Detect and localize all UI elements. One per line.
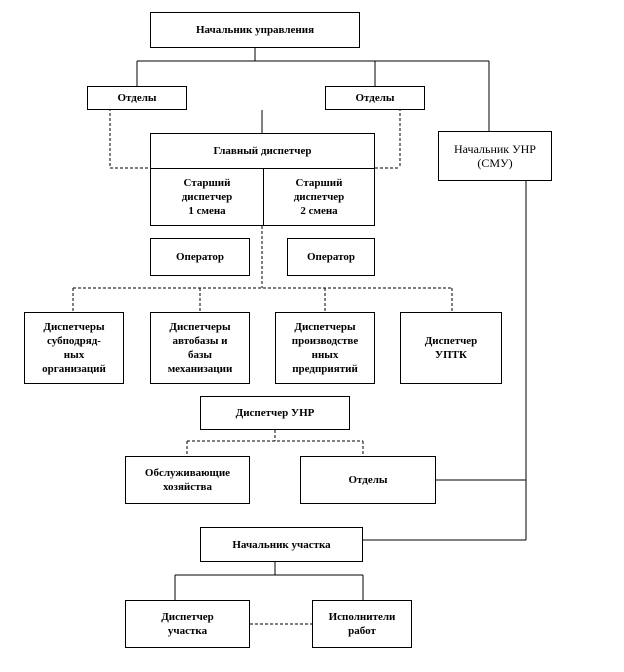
site-dispatcher-box: Диспетчер участка — [125, 600, 250, 648]
site-head-box: Начальник участка — [200, 527, 363, 562]
dispatchers-autobase-box: Диспетчеры автобазы и базы механизации — [150, 312, 250, 384]
dispatcher-uptk-box: Диспетчер УПТК — [400, 312, 502, 384]
chief-dispatcher-divider-h — [151, 168, 374, 169]
dispatcher-unr-box: Диспетчер УНР — [200, 396, 350, 430]
dispatchers-subcontract-box: Диспетчеры субподряд- ных организаций — [24, 312, 124, 384]
head-of-department-box: Начальник управления — [150, 12, 360, 48]
service-facilities-box: Обслуживающие хозяйства — [125, 456, 250, 504]
senior-dispatcher-shift-1: Старший диспетчер 1 смена — [181, 177, 233, 217]
dispatchers-production-box: Диспетчеры производстве нных предприятий — [275, 312, 375, 384]
departments-lower-box: Отделы — [300, 456, 436, 504]
departments-left-box: Отделы — [87, 86, 187, 110]
chief-dispatcher-title: Главный диспетчер — [213, 145, 312, 157]
operator-left-box: Оператор — [150, 238, 250, 276]
senior-dispatcher-shift-2: Старший диспетчер 2 смена — [293, 177, 345, 217]
work-executors-box: Исполнители работ — [312, 600, 412, 648]
head-unr-box: Начальник УНР (СМУ) — [438, 131, 552, 181]
chief-dispatcher-divider-v — [263, 168, 264, 225]
chief-dispatcher-group: Главный диспетчер Старший диспетчер 1 см… — [150, 133, 375, 226]
operator-right-box: Оператор — [287, 238, 375, 276]
departments-right-box: Отделы — [325, 86, 425, 110]
